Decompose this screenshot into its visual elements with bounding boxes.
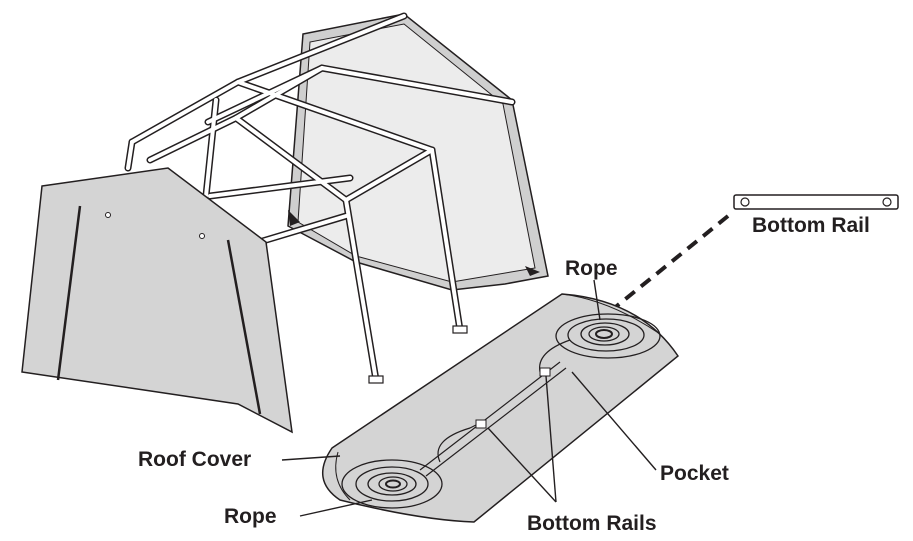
label-bottom-rail: Bottom Rail [752, 214, 870, 237]
rope-coil-upper [555, 313, 661, 359]
label-bottom-rails: Bottom Rails [527, 512, 657, 535]
label-roof-cover: Roof Cover [138, 448, 252, 471]
front-end-panel [21, 167, 293, 434]
rope-coil-lower [341, 459, 443, 509]
label-rope-top: Rope [565, 257, 618, 280]
back-end-panel [287, 13, 549, 291]
label-rope-bottom: Rope [224, 505, 277, 528]
leader-lines [281, 279, 657, 517]
rolled-roof-cover [321, 293, 680, 523]
pocket-rails [419, 339, 571, 477]
bottom-rail-part [733, 194, 899, 210]
label-pocket: Pocket [660, 462, 729, 485]
